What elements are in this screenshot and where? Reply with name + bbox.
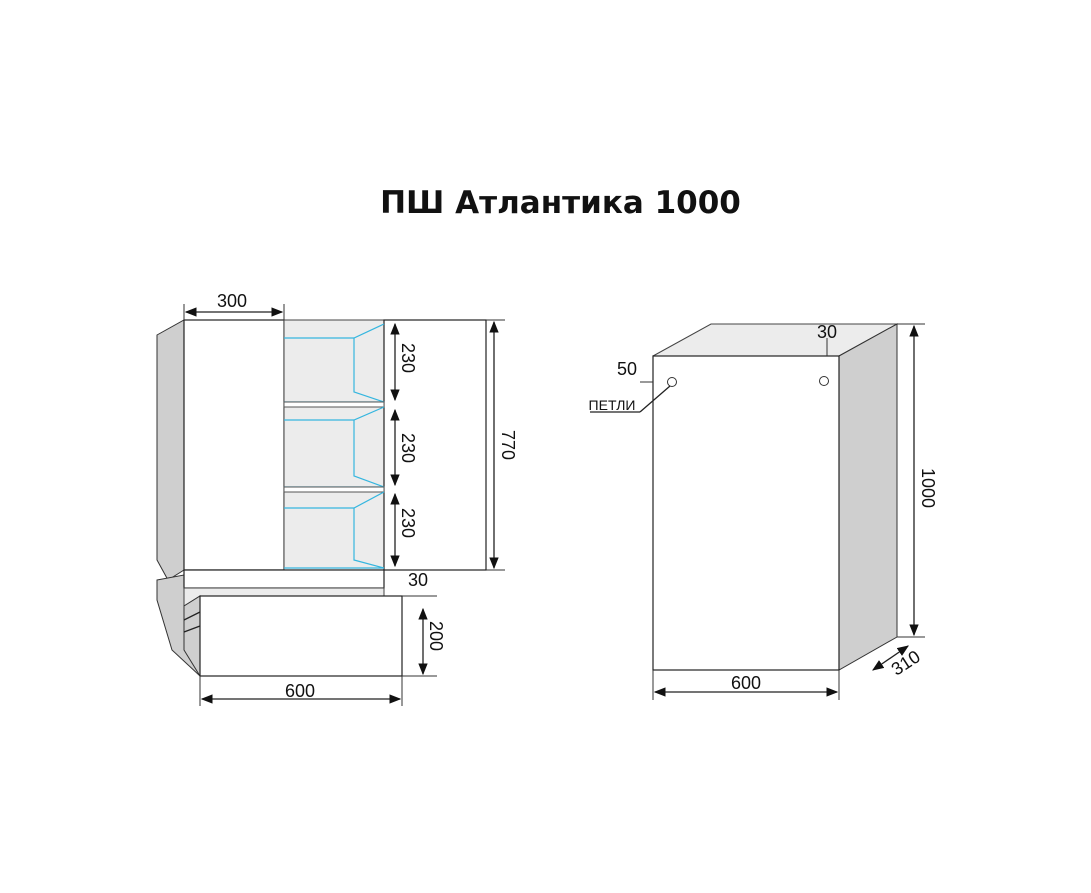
open-door-upper <box>156 319 185 581</box>
top-offset-label: 30 <box>817 322 837 342</box>
shelf-height-3-label: 230 <box>398 508 418 538</box>
depth-label: 310 <box>888 646 924 679</box>
width-label: 600 <box>731 673 761 693</box>
shelf-lines <box>283 323 385 569</box>
left-cabinet-view: 300 230 230 230 770 30 200 600 <box>156 291 518 706</box>
hook-offset-label: 50 <box>617 359 637 379</box>
right-cabinet-view: 30 50 ПЕТЛИ 1000 600 310 <box>589 322 938 700</box>
drawer-height-label: 200 <box>426 621 446 651</box>
cabinet-right-panel <box>383 319 487 571</box>
cabinet-interior <box>283 319 385 571</box>
cabinet-height-label: 770 <box>498 430 518 460</box>
hook-right <box>819 376 829 386</box>
page-title: ПШ Атлантика 1000 <box>380 185 741 221</box>
drawer-front <box>199 595 403 677</box>
shelf-height-1-label: 230 <box>398 343 418 373</box>
cabinet-side <box>838 323 898 671</box>
door-width-label: 300 <box>217 291 247 311</box>
gap-label: 30 <box>408 570 428 590</box>
door-panel <box>183 319 285 571</box>
cabinet-back <box>652 355 840 671</box>
shelf-height-2-label: 230 <box>398 433 418 463</box>
hook-left <box>667 377 677 387</box>
hooks-label: ПЕТЛИ <box>589 397 636 413</box>
plinth-gap <box>183 569 385 589</box>
height-label: 1000 <box>918 468 938 508</box>
hooks-leader <box>639 385 671 413</box>
total-width-label: 600 <box>285 681 315 701</box>
